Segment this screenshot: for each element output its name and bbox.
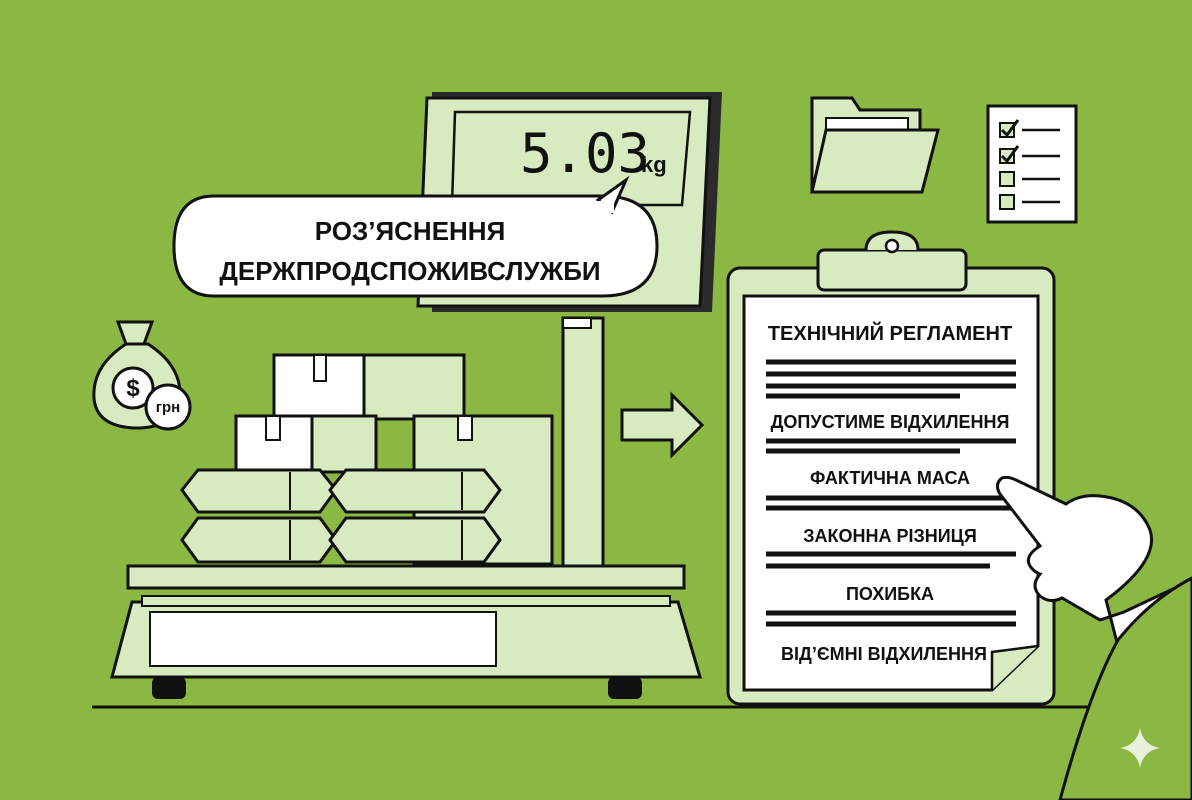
- clipboard: ТЕХНІЧНИЙ РЕГЛАМЕНТ ДОПУСТИМЕ ВІДХИЛЕННЯ…: [726, 230, 1056, 706]
- checkbox-4: [999, 194, 1015, 210]
- speech-bubble-line-1: РОЗ’ЯСНЕННЯ: [315, 216, 506, 246]
- checkbox-3: [999, 171, 1015, 187]
- money-bag-icon: $ грн: [92, 320, 192, 431]
- folder-icon: [810, 96, 940, 194]
- clipboard-title: ТЕХНІЧНИЙ РЕГЛАМЕНТ: [768, 321, 1012, 345]
- money-bag-symbol: $: [126, 375, 140, 402]
- speech-bubble-line-2: ДЕРЖПРОДСПОЖИВСЛУЖБИ: [219, 256, 600, 286]
- clipboard-item-4: ПОХИБКА: [846, 584, 934, 604]
- scale-weight-unit: kg: [641, 152, 667, 177]
- arrow-right-icon: [620, 391, 705, 459]
- pointing-hand-icon: [995, 475, 1192, 800]
- clipboard-item-3: ЗАКОННА РІЗНИЦЯ: [803, 526, 977, 546]
- speech-bubble: РОЗ’ЯСНЕННЯ ДЕРЖПРОДСПОЖИВСЛУЖБИ: [172, 175, 659, 298]
- sacks: [180, 468, 502, 564]
- clipboard-item-2: ФАКТИЧНА МАСА: [810, 468, 970, 488]
- text-lines: [766, 359, 1016, 627]
- scale-weight-value: 5.03: [520, 122, 650, 185]
- clipboard-item-5: ВІД’ЄМНІ ВІДХИЛЕННЯ: [781, 644, 987, 664]
- money-bag-currency: грн: [156, 399, 180, 416]
- clipboard-item-1: ДОПУСТИМЕ ВІДХИЛЕННЯ: [771, 412, 1010, 432]
- checklist-icon: [986, 104, 1078, 224]
- sparkle-icon: [1120, 728, 1160, 768]
